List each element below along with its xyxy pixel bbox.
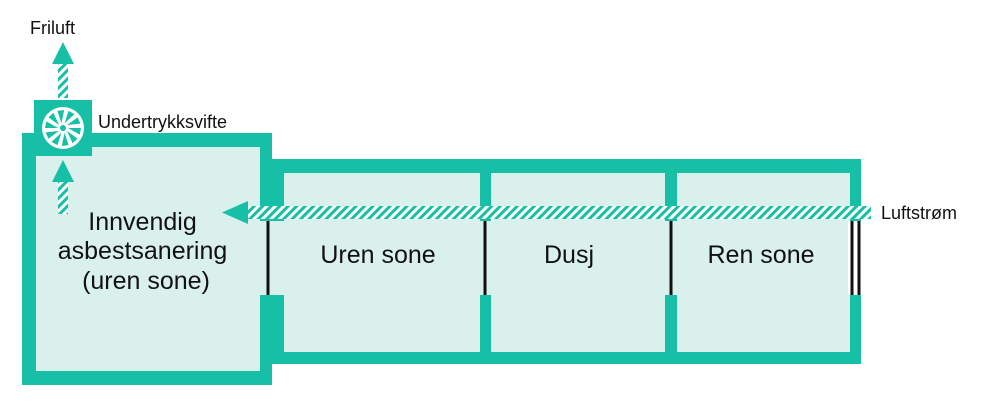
room-work-area [36, 147, 260, 371]
room-dirty-zone [284, 173, 480, 352]
room-shower [491, 173, 665, 352]
fan-label: Undertrykksvifte [98, 112, 227, 132]
airflow-arrow-icon [222, 201, 871, 224]
fan-blade [61, 132, 69, 146]
intake-arrow-icon [52, 160, 74, 214]
work-area-label: Innvendig asbestsanering (uren sone) [58, 208, 235, 295]
door-gap-1 [258, 221, 286, 295]
shower-label: Dusj [544, 241, 594, 269]
fan-blade [64, 110, 75, 124]
fan-blade [51, 132, 62, 146]
fan-blade [57, 110, 65, 124]
negative-pressure-fan-icon [34, 100, 92, 156]
fan-blade [48, 112, 59, 126]
fan-blade [67, 130, 78, 144]
clean-zone-label: Ren sone [707, 241, 814, 269]
fan-blade [67, 117, 81, 126]
airflow-label: Luftstrøm [881, 203, 957, 223]
exhaust-arrow-icon [52, 42, 74, 98]
fan-blade [45, 121, 58, 128]
outside-air-label: Friluft [30, 18, 75, 38]
dirty-zone-label: Uren sone [320, 241, 435, 269]
door-gap-4 [848, 221, 863, 295]
room-clean-zone [677, 173, 850, 352]
fan-blade [45, 130, 59, 139]
fan-blade [68, 128, 81, 135]
